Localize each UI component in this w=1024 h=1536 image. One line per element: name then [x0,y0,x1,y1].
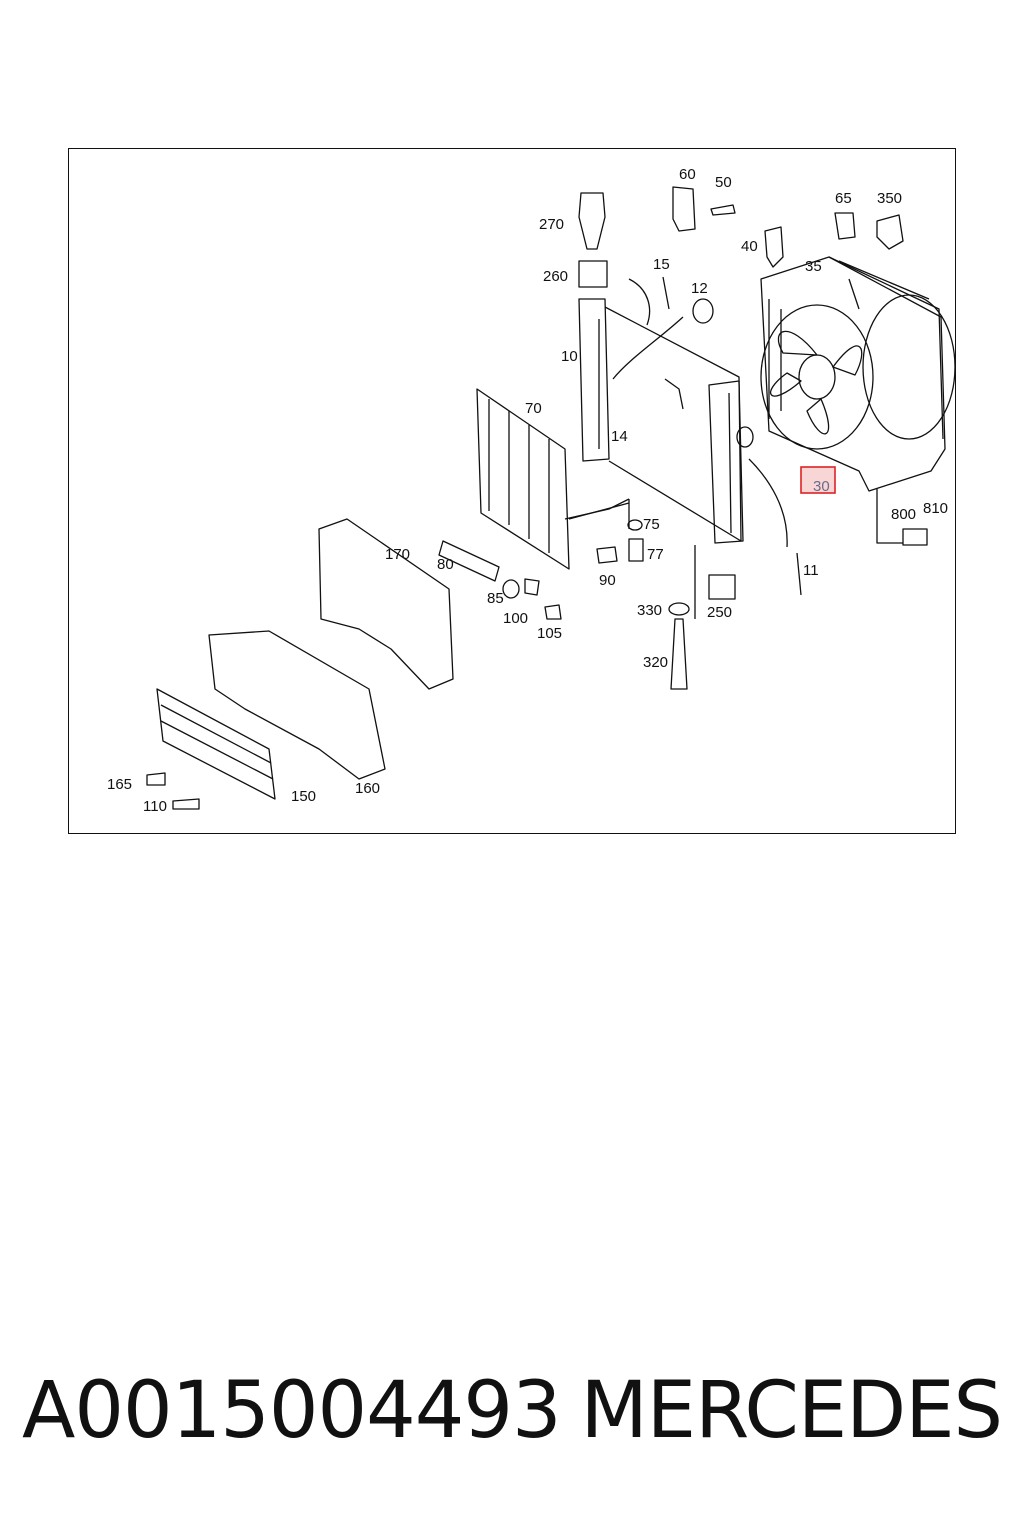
clip-350-drawing [876,214,904,250]
parts-diagram-frame: 60 50 65 350 270 40 35 260 15 12 10 70 14 30 800 810 75 1… [68,148,956,834]
bracket-60-drawing [672,186,696,232]
charge-air-cooler-drawing [156,688,276,800]
highlight-box-30 [800,466,836,494]
callout-810: 810 [923,500,948,517]
callout-250: 250 [707,604,732,621]
bolt-50-drawing [710,204,736,216]
callout-40: 40 [741,238,758,255]
bolt-105-drawing [544,604,562,620]
arrow-15-drawing [628,278,651,326]
callout-75: 75 [643,516,660,533]
callout-150: 150 [291,788,316,805]
connector-800-drawing [902,528,928,546]
callout-800: 800 [891,506,916,523]
exploded-parts-diagram: 60 50 65 350 270 40 35 260 15 12 10 70 14 30 800 810 75 1… [107,166,956,815]
ring-85-drawing [502,579,520,599]
bolt-77-drawing [628,538,644,562]
leader-10-drawing [664,378,684,410]
callout-50: 50 [715,174,732,191]
fan-shroud-drawing [760,256,956,492]
cap-250-drawing [708,574,736,600]
callout-90: 90 [599,572,616,589]
seal-330-drawing [668,602,690,616]
condenser-drawing [476,388,630,570]
callout-320: 320 [643,654,668,671]
callout-30: 30 [813,478,830,495]
callout-labels: 60 50 65 350 270 40 35 260 15 12 10 70 14 30 800 810 75 1… [107,166,948,815]
pin-110-drawing [172,798,200,810]
brand-name: MERCEDES [580,1366,1003,1456]
clip-65-drawing [834,212,856,240]
drier-80-drawing [438,540,500,582]
callout-170: 170 [385,546,410,563]
washer-75-drawing [627,519,643,531]
hose-11-drawing [796,552,802,596]
mount-270-drawing [578,192,606,250]
mount-260-drawing [578,260,608,288]
callout-65: 65 [835,190,852,207]
air-guide-160-drawing [208,630,386,780]
clip-40-drawing [764,226,784,268]
callout-77: 77 [647,546,664,563]
leader-800-drawing [876,489,903,544]
callout-14: 14 [611,428,628,445]
callout-85: 85 [487,590,504,607]
callout-70: 70 [525,400,542,417]
callout-160: 160 [355,780,380,797]
callout-12: 12 [691,280,708,297]
fan-motor-drawing [760,304,874,450]
callout-330: 330 [637,602,662,619]
callout-11: 11 [803,562,819,579]
callout-165: 165 [107,776,132,793]
air-guide-170-drawing [318,518,454,690]
callout-100: 100 [503,610,528,627]
radiator-drawing [578,298,754,544]
callout-260: 260 [543,268,568,285]
grommet-12-drawing [692,298,714,324]
callout-350: 350 [877,190,902,207]
callout-270: 270 [539,216,564,233]
hose-15-drawing [662,276,670,310]
callout-80: 80 [437,556,454,573]
arrow-12-drawing [612,316,684,380]
footer: A0015004493 MERCEDES [22,1366,1003,1456]
callout-110: 110 [143,798,167,815]
arrow-11-drawing [748,458,788,548]
bolt-90-drawing [596,546,618,564]
callout-10: 10 [561,348,578,365]
part-number: A0015004493 [22,1366,562,1456]
callout-15: 15 [653,256,670,273]
callout-105: 105 [537,625,562,642]
clip-100-drawing [524,578,540,596]
drain-plug-320-drawing [670,618,688,690]
callout-60: 60 [679,166,696,183]
leader-75-drawing [568,499,630,529]
callout-35: 35 [805,258,822,275]
pin-165-drawing [146,772,166,786]
